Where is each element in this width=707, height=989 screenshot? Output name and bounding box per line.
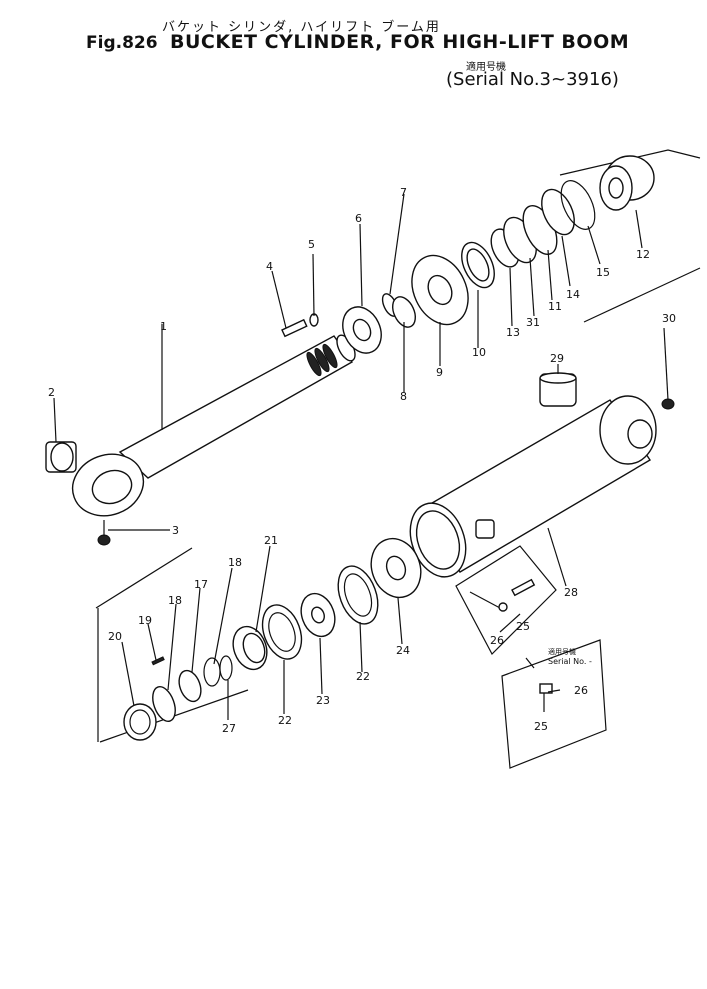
cushion-ring: [232, 625, 268, 671]
serial-label-japanese: 適用号機: [466, 62, 506, 73]
callout-12: 12: [636, 248, 650, 261]
callout-labels: 1 2 3 4 5 6 7 8 9 10 11 12 13 14 15 17 1…: [48, 186, 676, 735]
callout-25b: 25: [534, 720, 548, 733]
callout-29: 29: [550, 352, 564, 365]
inset-box-lower: [501, 639, 607, 769]
retainer-plate: [342, 306, 382, 354]
callout-30: 30: [662, 312, 676, 325]
callout-13: 13: [506, 326, 520, 339]
gland: [599, 155, 655, 211]
callout-26b: 26: [574, 684, 588, 697]
callout-6: 6: [355, 212, 362, 225]
rod-bushing: [45, 441, 77, 473]
callout-22a: 22: [278, 714, 292, 727]
grease-fitting: [97, 520, 111, 546]
callout-11: 11: [548, 300, 562, 313]
dust-seals: [381, 293, 417, 328]
inset-box-upper: [455, 545, 557, 655]
leader-lines: [53, 193, 669, 720]
callout-19: 19: [138, 614, 152, 627]
serial-range: (Serial No.3~3916): [446, 69, 619, 90]
callout-24: 24: [396, 644, 410, 657]
callout-10: 10: [472, 346, 486, 359]
callout-5: 5: [308, 238, 315, 251]
callout-14: 14: [566, 288, 580, 301]
piston-nut: [370, 537, 422, 599]
callout-26a: 26: [490, 634, 504, 647]
callout-7: 7: [400, 186, 407, 199]
figure-number: Fig.826: [86, 33, 158, 53]
callout-31: 31: [526, 316, 540, 329]
callout-23: 23: [316, 694, 330, 707]
callout-15: 15: [596, 266, 610, 279]
callout-4: 4: [266, 260, 273, 273]
inset-serial-label-japanese: 適用号機: [548, 648, 576, 656]
callout-17: 17: [194, 578, 208, 591]
callout-27: 27: [222, 722, 236, 735]
callout-21: 21: [264, 534, 278, 547]
callout-28: 28: [564, 586, 578, 599]
piston-rings: [152, 655, 233, 722]
callout-2: 2: [48, 386, 55, 399]
callout-9: 9: [436, 366, 443, 379]
pin: [151, 656, 165, 666]
japanese-title: バケット シリンダ, ハイリフト ブーム用: [162, 20, 441, 35]
callout-3: 3: [172, 524, 179, 537]
tube-bushing: [539, 372, 577, 407]
packing-ring: [461, 241, 495, 289]
piston-assembly: [261, 565, 379, 660]
end-nut: [123, 703, 157, 741]
rod-seals: [490, 188, 575, 268]
callout-20: 20: [108, 630, 122, 643]
callout-18b: 18: [168, 594, 182, 607]
grease-fitting-tube: [661, 398, 675, 410]
piston-rod: [71, 334, 356, 517]
inset-serial-label: Serial No. -: [548, 657, 592, 666]
bolt-and-washer: [281, 313, 319, 338]
callout-1: 1: [160, 320, 167, 333]
figure-title: BUCKET CYLINDER, FOR HIGH-LIFT BOOM: [170, 31, 630, 53]
cylinder-tube: [409, 395, 657, 578]
cylinder-head: [411, 254, 469, 326]
callout-22b: 22: [356, 670, 370, 683]
callout-25a: 25: [516, 620, 530, 633]
callout-18a: 18: [228, 556, 242, 569]
callout-8: 8: [400, 390, 407, 403]
